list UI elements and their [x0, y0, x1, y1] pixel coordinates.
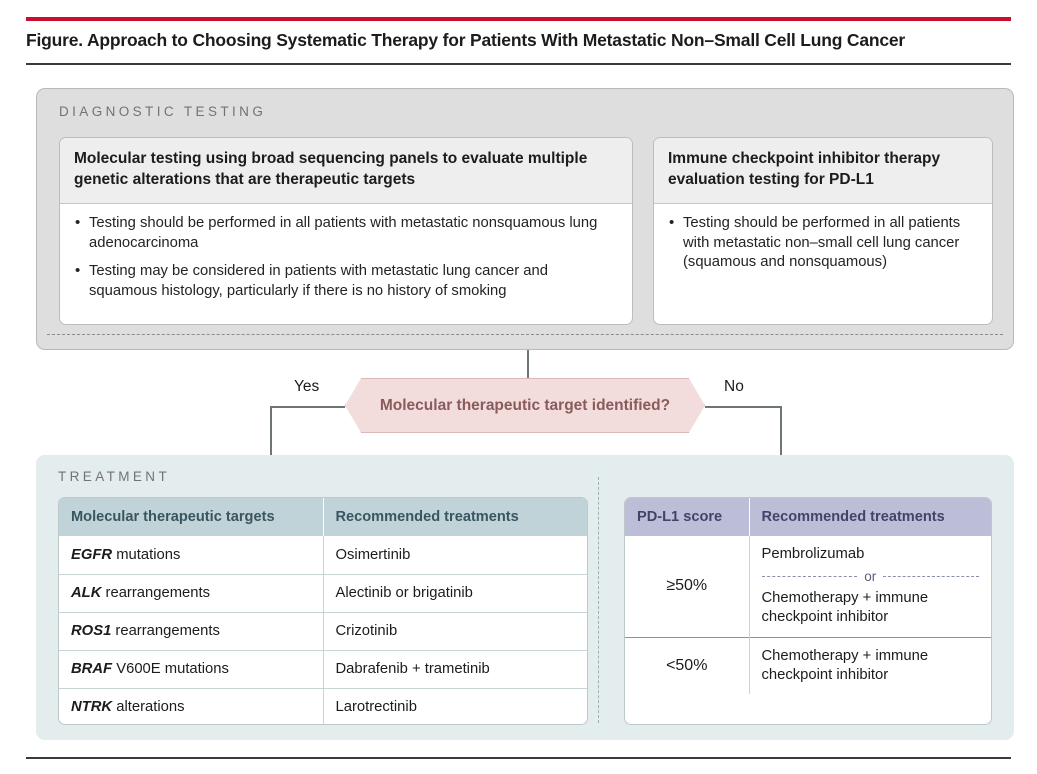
column-header-pdl1-score: PD-L1 score [625, 498, 750, 536]
cell-treatment: Osimertinib [335, 546, 411, 563]
treatment-option-a: Pembrolizumab [761, 546, 865, 562]
table-row: EGFR mutations Osimertinib [59, 536, 587, 574]
cell-treatment: Dabrafenib + trametinib [323, 649, 587, 688]
branch-label-no: No [724, 378, 744, 395]
molecular-testing-card-body: Testing should be performed in all patie… [60, 204, 632, 321]
treatment-section-label: TREATMENT [58, 469, 171, 484]
branch-label-yes: Yes [294, 378, 320, 395]
table-row: ≥50% Pembrolizumab or Chemotherapy + imm… [625, 536, 991, 638]
divider-bottom [26, 757, 1011, 759]
connector-no-vertical [780, 406, 782, 480]
cell-target: NTRK alterations [59, 687, 324, 724]
cell-treatment: Crizotinib [323, 611, 587, 650]
connector-no-horizontal [705, 406, 781, 408]
cell-target: EGFR mutations [59, 536, 324, 574]
decision-hexagon: Molecular therapeutic target identified? [345, 378, 705, 433]
gene-name: NTRK [71, 699, 113, 716]
or-label: or [864, 569, 877, 585]
molecular-testing-card-heading: Molecular testing using broad sequencing… [60, 138, 632, 204]
page-title: Figure. Approach to Choosing Systematic … [26, 30, 906, 50]
gene-name: BRAF [71, 661, 113, 677]
dash-left [761, 576, 858, 578]
gene-name: ALK [71, 585, 102, 601]
target-qualifier: rearrangements [101, 585, 210, 601]
diagnostic-testing-panel: DIAGNOSTIC TESTING Molecular testing usi… [36, 88, 1014, 350]
gene-name: EGFR [71, 546, 113, 563]
molecular-targets-table: Molecular therapeutic targets Recommende… [58, 497, 588, 725]
target-qualifier: rearrangements [111, 623, 220, 639]
diagnostic-section-label: DIAGNOSTIC TESTING [59, 104, 267, 119]
gene-name: ROS1 [71, 623, 112, 639]
treatment-option-a-line1: Chemotherapy + immune [761, 647, 929, 664]
treatment-option-a-line2: checkpoint inhibitor [761, 666, 889, 683]
list-item: Testing may be considered in patients wi… [74, 261, 618, 301]
cell-target: ROS1 rearrangements [59, 611, 324, 650]
table-row: NTRK alterations Larotrectinib [59, 687, 587, 724]
pdl1-testing-card-heading: Immune checkpoint inhibitor therapy eval… [654, 138, 992, 204]
connector-yes-horizontal [270, 406, 345, 408]
cell-target: BRAF V600E mutations [59, 649, 324, 688]
accent-rule-top [26, 17, 1011, 21]
treatment-option-b-line1: Chemotherapy + immune [761, 590, 929, 607]
or-separator: or [761, 569, 980, 585]
cell-target: ALK rearrangements [59, 573, 324, 612]
cell-treatment: Alectinib or brigatinib [323, 573, 587, 612]
pdl1-testing-card-body: Testing should be performed in all patie… [654, 204, 992, 292]
column-header-recommended-treatments: Recommended treatments [749, 498, 991, 536]
pdl1-score-table: PD-L1 score Recommended treatments ≥50% … [624, 497, 992, 725]
treatment-panel: TREATMENT Molecular therapeutic targets … [36, 455, 1014, 740]
column-header-recommended-treatments: Recommended treatments [323, 498, 587, 536]
connector-stem [527, 350, 529, 380]
pdl1-testing-bullets: Testing should be performed in all patie… [668, 213, 978, 273]
table-row: ROS1 rearrangements Crizotinib [59, 611, 587, 650]
table-header-row: Molecular therapeutic targets Recommende… [59, 498, 587, 536]
cell-treatment: Larotrectinib [323, 687, 587, 724]
target-qualifier: mutations [112, 546, 181, 563]
molecular-testing-card: Molecular testing using broad sequencing… [59, 137, 633, 325]
cell-treatment-options: Chemotherapy + immune checkpoint inhibit… [749, 636, 991, 695]
dash-right [883, 576, 980, 578]
cell-pdl1-score: ≥50% [625, 536, 750, 638]
column-header-molecular-targets: Molecular therapeutic targets [59, 498, 324, 536]
pdl1-testing-card: Immune checkpoint inhibitor therapy eval… [653, 137, 993, 325]
table-row: BRAF V600E mutations Dabrafenib + tramet… [59, 649, 587, 688]
list-item: Testing should be performed in all patie… [668, 213, 978, 273]
diagnostic-panel-dashed-divider [47, 334, 1003, 335]
cell-treatment-options: Pembrolizumab or Chemotherapy + immune c… [749, 536, 991, 637]
table-header-row: PD-L1 score Recommended treatments [625, 498, 991, 536]
cell-pdl1-score: <50% [625, 636, 750, 695]
table-row: <50% Chemotherapy + immune checkpoint in… [625, 636, 991, 695]
connector-yes-vertical [270, 406, 272, 480]
list-item: Testing should be performed in all patie… [74, 213, 618, 253]
target-qualifier: alterations [112, 699, 185, 716]
molecular-testing-bullets: Testing should be performed in all patie… [74, 213, 618, 302]
divider-under-title [26, 63, 1011, 65]
treatment-option-b-line2: checkpoint inhibitor [761, 609, 889, 626]
table-row: ALK rearrangements Alectinib or brigatin… [59, 573, 587, 612]
decision-question: Molecular therapeutic target identified? [379, 396, 671, 414]
target-qualifier: V600E mutations [112, 661, 229, 677]
treatment-panel-dashed-divider [598, 477, 599, 723]
